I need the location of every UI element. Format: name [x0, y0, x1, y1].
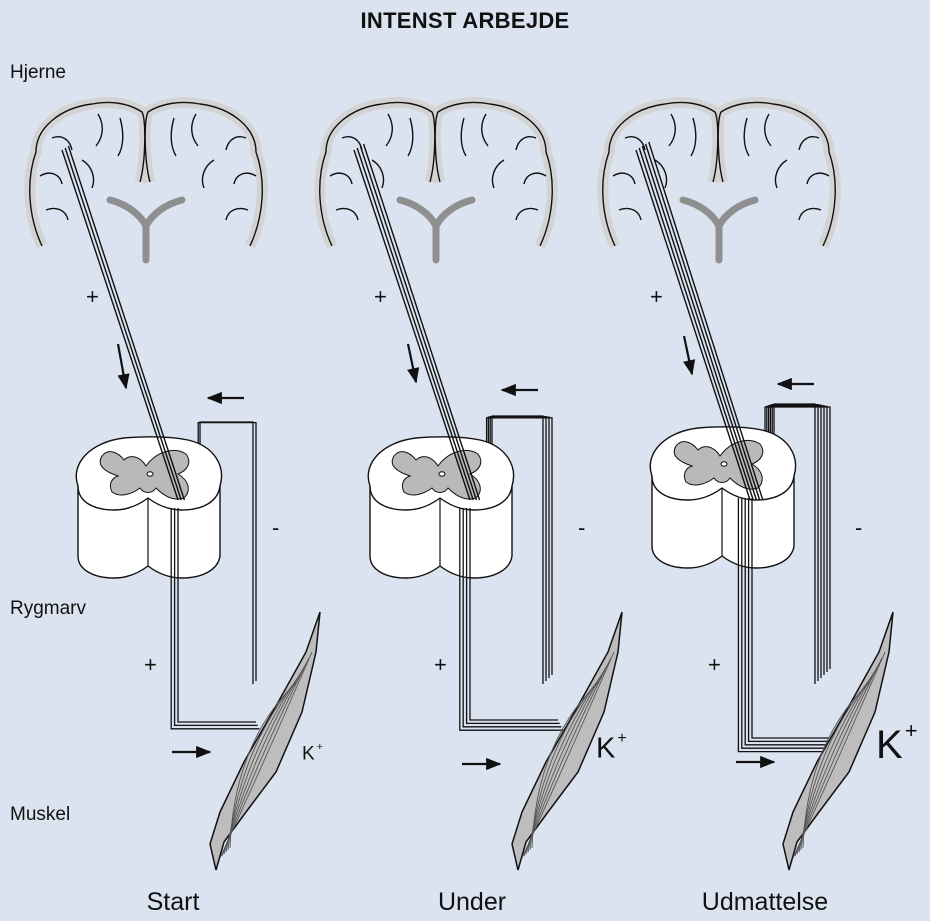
panel-2-spinal-cord [368, 437, 513, 578]
brain-sulcus [226, 208, 248, 220]
brain-sulcus [82, 160, 94, 188]
brain-ventricle [110, 200, 182, 260]
brain-sulcus [192, 114, 198, 146]
panel-1-spinal-cord [76, 437, 221, 578]
spinal-cord-central-canal [721, 462, 727, 466]
panel-1-minus: - [272, 515, 279, 541]
brain-sulcus [234, 173, 256, 184]
panel-1-plus-top: + [86, 284, 99, 310]
panel-1-caption: Start [53, 888, 293, 917]
brain-sulcus [330, 173, 352, 184]
brain-sulcus [799, 208, 821, 220]
panel-2-ion: K [596, 732, 615, 764]
brain-sulcus [799, 137, 819, 150]
brain-sulcus [492, 160, 504, 188]
panel-2-minus: - [578, 515, 585, 541]
panel-1-ion: K [302, 743, 315, 764]
panel-1-potassium-label: K+ [302, 742, 323, 765]
panel-2-brain [320, 102, 553, 260]
brain-sulcus [619, 208, 641, 220]
panel-1-arrow-down [118, 344, 126, 388]
panel-2-caption: Under [352, 888, 592, 917]
brain-sulcus [336, 208, 358, 220]
brain-sulcus [46, 208, 68, 220]
panel-3-spinal-cord [650, 427, 795, 568]
brain-sulcus [516, 137, 536, 150]
brain-sulcus [807, 173, 829, 184]
panel-3-potassium-label: K+ [876, 718, 918, 768]
brain-sulcus [655, 160, 667, 188]
brain-sulcus [613, 173, 635, 184]
brain-sulcus [516, 208, 538, 220]
panel-3-minus: - [855, 515, 862, 541]
panel-1-charge: + [317, 742, 323, 753]
brain-ventricle [400, 200, 472, 260]
panel-1-muscle [210, 612, 320, 870]
panel-1-plus-bottom: + [144, 652, 157, 678]
brain-sulcus [386, 114, 392, 146]
brain-sulcus [765, 114, 771, 146]
brain-sulcus [226, 137, 246, 150]
brain-ventricle [683, 200, 755, 260]
brain-sulcus [744, 118, 749, 156]
panel-1-brain [30, 102, 263, 260]
panel-2-plus-top: + [374, 284, 387, 310]
panel-3-brain [603, 102, 836, 260]
panel-3-plus-top: + [650, 284, 663, 310]
spinal-cord-central-canal [439, 472, 445, 476]
brain-sulcus [691, 118, 696, 156]
spinal-cord-central-canal [147, 472, 153, 476]
panel-3-caption: Udmattelse [645, 888, 885, 917]
brain-sulcus [96, 114, 102, 146]
panel-3-charge: + [905, 718, 918, 743]
panel-2-arrow-down [408, 344, 416, 382]
brain-sulcus [202, 160, 214, 188]
panel-2-plus-bottom: + [434, 652, 447, 678]
brain-sulcus [461, 118, 466, 156]
brain-sulcus [342, 137, 362, 150]
panel-3-plus-bottom: + [708, 652, 721, 678]
brain-sulcus [669, 114, 675, 146]
panel-2-charge: + [617, 730, 626, 747]
brain-sulcus [775, 160, 787, 188]
panel-2-potassium-label: K+ [596, 730, 627, 765]
panel-3-arrow-down [684, 336, 692, 374]
brain-sulcus [482, 114, 488, 146]
brain-sulcus [408, 118, 413, 156]
brain-sulcus [625, 137, 645, 150]
brain-sulcus [171, 118, 176, 156]
panel-3-ion: K [876, 723, 903, 767]
brain-sulcus [118, 118, 123, 156]
brain-sulcus [40, 173, 62, 184]
brain-sulcus [524, 173, 546, 184]
